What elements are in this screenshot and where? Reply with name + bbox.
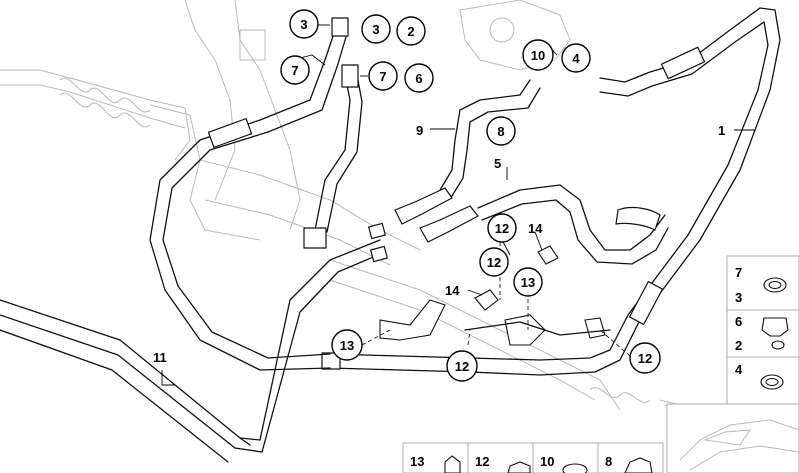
callout-3-left[interactable]: 3 bbox=[289, 9, 319, 39]
svg-text:8: 8 bbox=[497, 124, 504, 139]
callout-8[interactable]: 8 bbox=[486, 116, 516, 146]
svg-text:12: 12 bbox=[495, 221, 509, 236]
svg-text:4: 4 bbox=[572, 51, 580, 66]
legend-side-item-3[interactable]: 3 bbox=[735, 290, 742, 305]
callout-12-upper[interactable]: 12 bbox=[487, 213, 517, 243]
callout-12-right[interactable]: 12 bbox=[629, 342, 661, 374]
svg-text:12: 12 bbox=[487, 255, 501, 270]
svg-text:12: 12 bbox=[638, 351, 652, 366]
legend-bottom-item-13[interactable]: 13 bbox=[410, 454, 424, 469]
vehicle-thumbnail bbox=[666, 403, 799, 473]
callout-2[interactable]: 2 bbox=[396, 16, 426, 46]
hose-1-pressure-line bbox=[321, 7, 781, 376]
clamp-12-icon bbox=[507, 461, 531, 473]
callout-6[interactable]: 6 bbox=[404, 63, 434, 93]
leader-lines bbox=[161, 24, 755, 386]
label-1[interactable]: 1 bbox=[718, 123, 725, 138]
svg-text:7: 7 bbox=[379, 69, 386, 84]
callout-7-right[interactable]: 7 bbox=[368, 61, 398, 91]
callout-12-lower[interactable]: 12 bbox=[446, 350, 478, 382]
callout-13-middle[interactable]: 13 bbox=[513, 267, 543, 297]
hose-9-suction-line bbox=[394, 79, 541, 243]
callout-13-left[interactable]: 13 bbox=[331, 329, 363, 361]
svg-text:3: 3 bbox=[300, 17, 307, 32]
lines-upper-left bbox=[149, 17, 363, 371]
svg-text:13: 13 bbox=[521, 275, 535, 290]
label-14-lower[interactable]: 14 bbox=[445, 283, 460, 298]
legend-bottom-strip bbox=[402, 442, 664, 473]
grommet-10-icon bbox=[562, 463, 588, 473]
legend-side-item-2[interactable]: 2 bbox=[735, 338, 742, 353]
label-5[interactable]: 5 bbox=[494, 156, 501, 171]
label-14-upper[interactable]: 14 bbox=[528, 221, 543, 236]
svg-text:3: 3 bbox=[372, 22, 379, 37]
svg-text:10: 10 bbox=[531, 48, 545, 63]
svg-text:6: 6 bbox=[415, 71, 422, 86]
label-11[interactable]: 11 bbox=[153, 350, 167, 365]
hose-5-return-line bbox=[477, 184, 669, 265]
legend-side-item-7[interactable]: 7 bbox=[735, 265, 742, 280]
legend-side-item-4[interactable]: 4 bbox=[735, 362, 743, 377]
callout-4[interactable]: 4 bbox=[561, 43, 591, 73]
callout-7-left[interactable]: 7 bbox=[280, 55, 310, 85]
svg-text:12: 12 bbox=[455, 359, 469, 374]
lines-11-cooler-tubes bbox=[0, 222, 388, 463]
label-9[interactable]: 9 bbox=[416, 123, 423, 138]
svg-text:13: 13 bbox=[340, 338, 354, 353]
legend-side-item-6[interactable]: 6 bbox=[735, 314, 742, 329]
callout-10[interactable]: 10 bbox=[522, 39, 554, 71]
callout-3-right[interactable]: 3 bbox=[361, 14, 391, 44]
legend-bottom-item-10[interactable]: 10 bbox=[540, 454, 554, 469]
banjo-bolt-6-icon bbox=[761, 317, 789, 337]
svg-text:2: 2 bbox=[407, 24, 414, 39]
legend-side-panel bbox=[726, 255, 799, 413]
legend-bottom-item-8[interactable]: 8 bbox=[605, 454, 612, 469]
legend-bottom-item-12[interactable]: 12 bbox=[475, 454, 489, 469]
nut-13-icon bbox=[444, 455, 461, 473]
callout-12-middle[interactable]: 12 bbox=[479, 247, 509, 277]
clip-8-icon bbox=[624, 457, 653, 473]
svg-text:7: 7 bbox=[291, 63, 298, 78]
